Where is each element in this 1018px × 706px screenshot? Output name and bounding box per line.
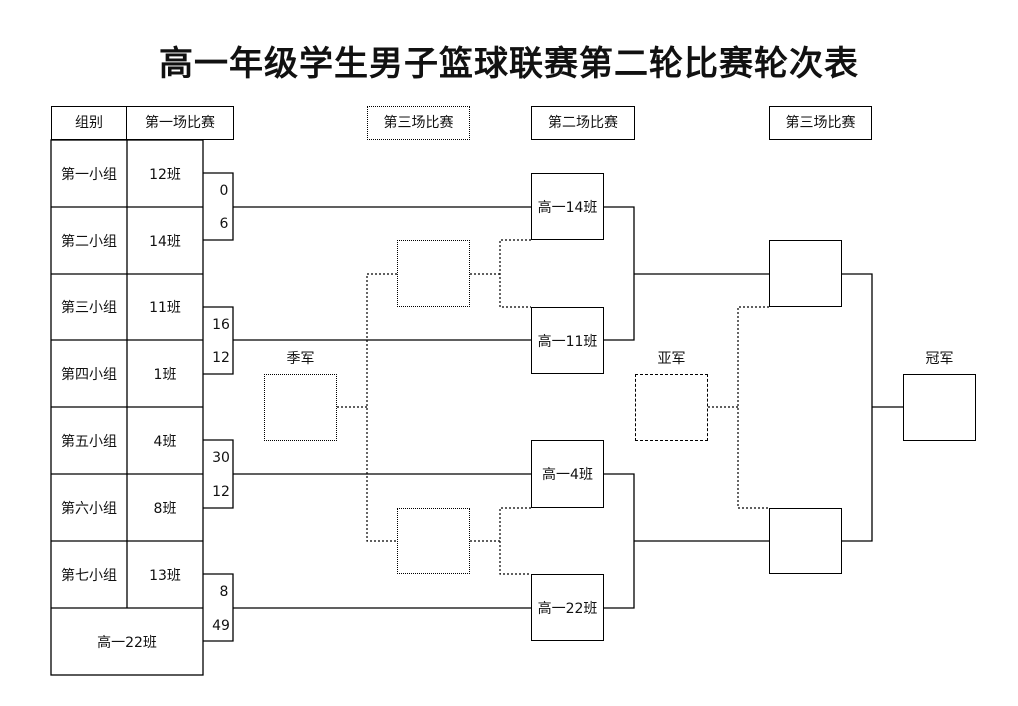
- team-name: 14班: [149, 233, 181, 250]
- score: 12: [212, 484, 230, 500]
- header-round3-left: 第三场比赛: [367, 106, 470, 140]
- score: 12: [212, 350, 230, 366]
- runner-up-box: [635, 374, 708, 441]
- group-name: 第三小组: [61, 300, 117, 316]
- round2-box: 高一22班: [531, 574, 604, 641]
- team-name: 11班: [149, 300, 181, 316]
- third-place-box: [264, 374, 337, 441]
- score: 16: [212, 317, 230, 333]
- losers-semifinal-box: [397, 508, 470, 574]
- score: 30: [212, 450, 230, 466]
- round2-box: 高一14班: [531, 173, 604, 240]
- group-name: 第五小组: [61, 433, 117, 450]
- group-name: 第二小组: [61, 233, 117, 250]
- team-name: 12班: [149, 166, 181, 183]
- group-table: 第一小组 12班 第二小组 14班 第三小组 11班 第四小组 1班 第五小组 …: [51, 140, 203, 675]
- header-round2: 第二场比赛: [531, 106, 635, 140]
- score: 0: [219, 183, 229, 199]
- group-name: 第六小组: [61, 500, 117, 517]
- group-name: 第一小组: [61, 166, 117, 183]
- header-round3-right: 第三场比赛: [769, 106, 872, 140]
- losers-semifinal-box: [397, 240, 470, 307]
- round2-box: 高一11班: [531, 307, 604, 374]
- final-slot-box: [769, 508, 842, 574]
- final-slot-box: [769, 240, 842, 307]
- score: 6: [219, 216, 229, 232]
- round2-box: 高一4班: [531, 440, 604, 508]
- score: 8: [219, 584, 229, 600]
- group-name: 第七小组: [61, 567, 117, 584]
- champion-box: [903, 374, 976, 441]
- team-name: 4班: [153, 433, 177, 450]
- third-place-label: 季军: [286, 351, 315, 367]
- team-name: 8班: [153, 500, 177, 517]
- champion-label: 冠军: [925, 351, 954, 367]
- team-name: 1班: [153, 366, 177, 383]
- score: 49: [212, 618, 230, 634]
- header-group: 组别: [51, 106, 127, 140]
- runner-up-label: 亚军: [657, 351, 686, 367]
- page-title: 高一年级学生男子篮球联赛第二轮比赛轮次表: [159, 44, 859, 84]
- team-name: 13班: [149, 567, 181, 584]
- last-team-name: 高一22班: [97, 634, 157, 651]
- group-name: 第四小组: [61, 366, 117, 383]
